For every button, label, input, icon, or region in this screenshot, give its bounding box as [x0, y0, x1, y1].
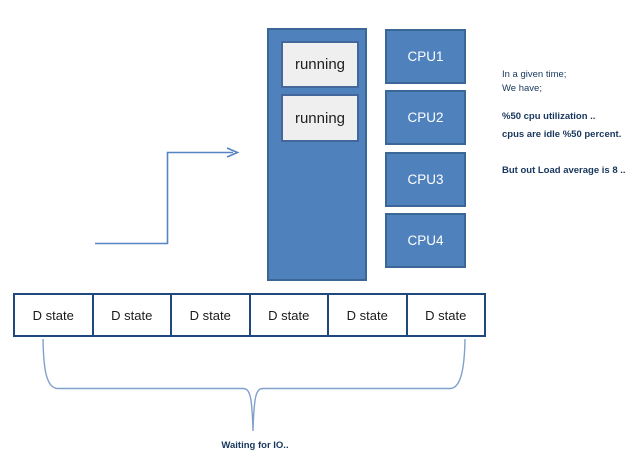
d-state-label: D state: [425, 307, 467, 323]
process-label: running: [294, 56, 346, 73]
process-label: running: [294, 109, 346, 127]
annotation-line-5: But out Load average is 8 ..: [502, 165, 626, 176]
cpu-label: CPU3: [407, 172, 444, 187]
d-state-label: D state: [189, 307, 231, 323]
cpu-label: CPU4: [407, 233, 444, 248]
annotation-line-4: cpus are idle %50 percent.: [502, 129, 622, 140]
brace-icon: [42, 338, 466, 432]
cpu1-box: CPU1: [385, 29, 466, 84]
d-state-box: D state: [248, 293, 329, 337]
d-state-label: D state: [111, 307, 153, 323]
d-state-box: D state: [405, 293, 486, 337]
flow-arrow-icon: [95, 147, 240, 245]
process-box-running-2: running: [281, 94, 359, 142]
d-state-box: D state: [170, 293, 251, 337]
cpu-label: CPU1: [407, 49, 444, 64]
d-state-row: D state D state D state D state D state …: [13, 293, 486, 337]
annotation-line-3: %50 cpu utilization ..: [502, 111, 596, 122]
annotation-line-1: In a given time;: [502, 69, 567, 80]
d-state-label: D state: [346, 307, 388, 323]
d-state-label: D state: [32, 307, 74, 323]
process-box-running-1: running: [281, 41, 359, 88]
cpu-label: CPU2: [407, 110, 444, 125]
d-state-box: D state: [13, 293, 94, 337]
cpu4-box: CPU4: [385, 213, 466, 268]
waiting-for-io-label: Waiting for IO..: [221, 440, 289, 451]
cpu3-box: CPU3: [385, 152, 466, 207]
d-state-box: D state: [327, 293, 408, 337]
d-state-label: D state: [268, 307, 310, 323]
d-state-box: D state: [91, 293, 172, 337]
annotation-line-2: We have;: [502, 83, 542, 94]
cpu2-box: CPU2: [385, 90, 466, 145]
